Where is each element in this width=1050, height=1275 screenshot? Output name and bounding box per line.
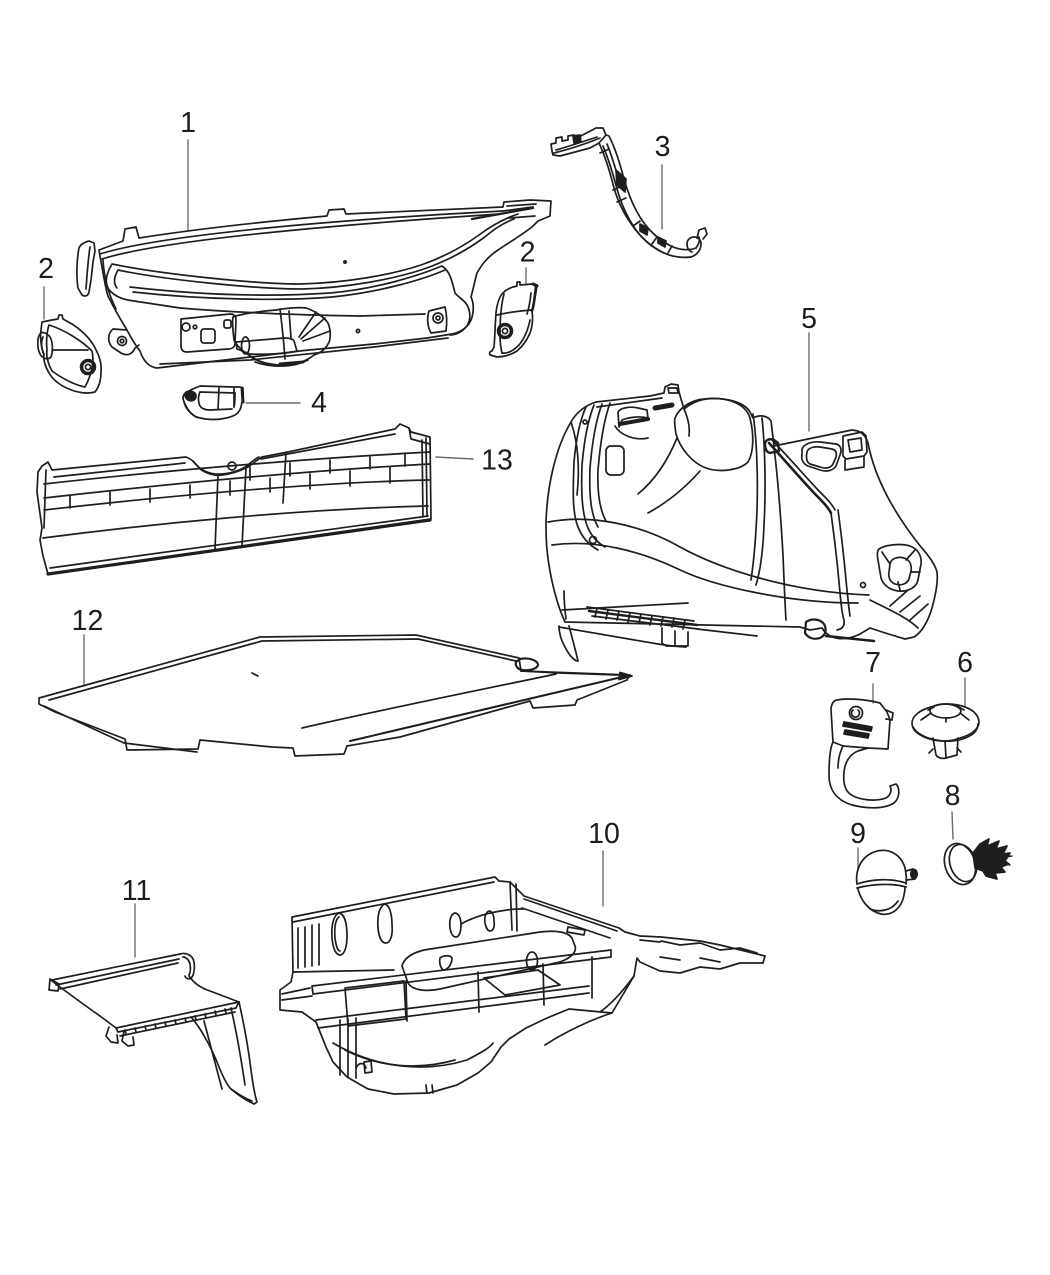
svg-text:1: 1 (180, 107, 196, 139)
svg-text:13: 13 (481, 445, 513, 477)
svg-text:10: 10 (588, 818, 620, 850)
svg-text:2: 2 (520, 237, 536, 269)
svg-text:9: 9 (850, 818, 866, 850)
svg-text:11: 11 (122, 875, 152, 907)
svg-text:3: 3 (655, 131, 671, 163)
svg-text:4: 4 (311, 387, 327, 419)
svg-text:7: 7 (865, 647, 881, 679)
svg-text:12: 12 (72, 605, 104, 637)
svg-text:6: 6 (957, 647, 973, 679)
svg-text:5: 5 (801, 303, 817, 335)
svg-text:8: 8 (945, 780, 961, 812)
svg-text:2: 2 (38, 253, 54, 285)
